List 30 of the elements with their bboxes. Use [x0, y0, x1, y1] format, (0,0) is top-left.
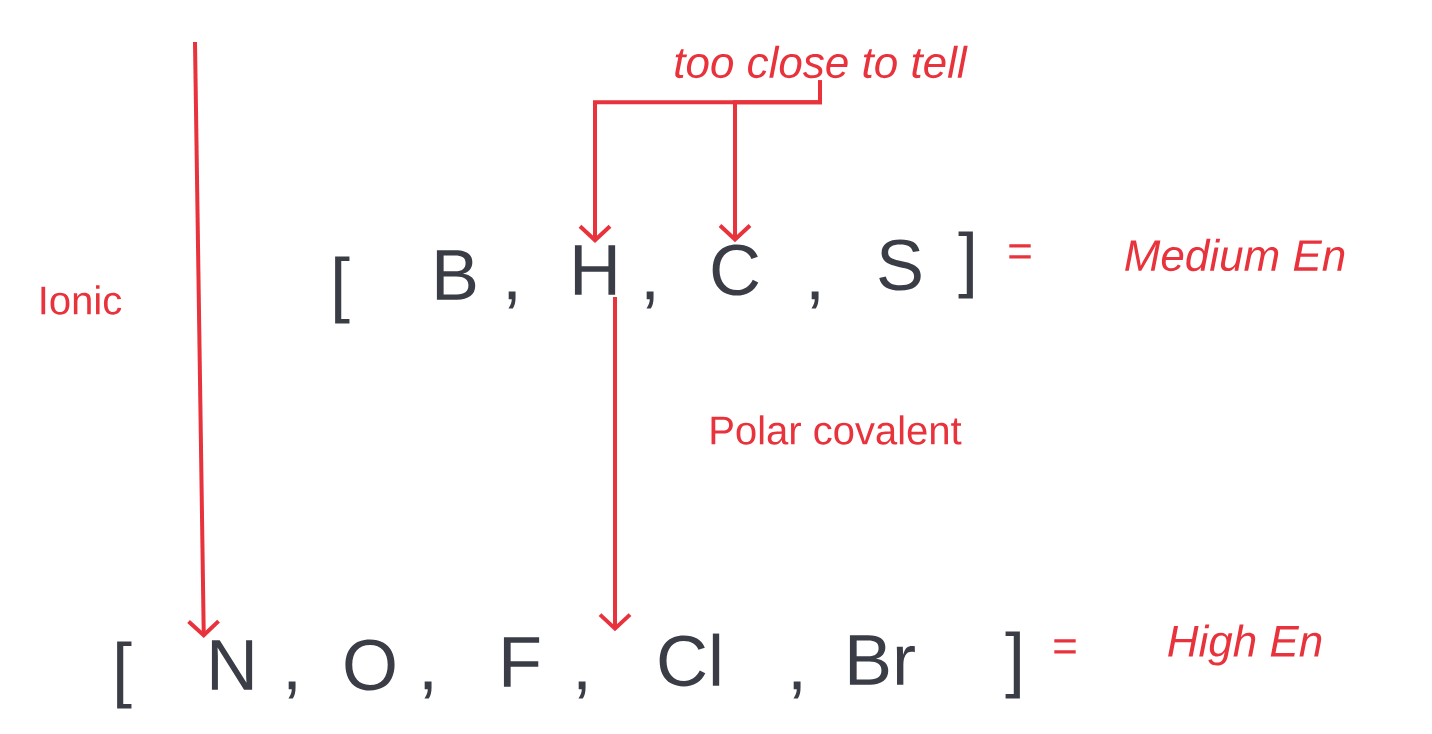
- arrow: [187, 41, 220, 639]
- bracket-symbol: ,: [793, 681, 801, 699]
- bracket-symbol: ]: [958, 231, 973, 299]
- equals-sign: =: [1054, 639, 1076, 654]
- edge-label: Ionic: [35, 283, 125, 317]
- element-symbol: N: [211, 640, 253, 690]
- element-symbol: H: [574, 245, 616, 295]
- bracket-symbol: [: [335, 256, 350, 324]
- note-text: Medium En: [1125, 238, 1345, 272]
- bracket-symbol: ,: [508, 291, 516, 309]
- bracket-symbol: ,: [288, 681, 296, 699]
- arrow: [598, 296, 632, 632]
- edge-label: Polar covalent: [706, 413, 964, 447]
- element-symbol: C: [712, 244, 759, 296]
- bracket-symbol: ,: [811, 291, 819, 309]
- element-symbol: Br: [849, 635, 915, 685]
- note-text: High En: [1168, 624, 1322, 666]
- element-symbol: Cl: [659, 633, 720, 687]
- element-symbol: S: [879, 239, 921, 291]
- note-text: too close to tell: [675, 45, 968, 79]
- element-symbol: O: [345, 639, 395, 691]
- bracket-symbol: [: [117, 641, 132, 709]
- equals-sign: =: [1009, 244, 1031, 259]
- arrow: [718, 80, 822, 243]
- bracket-symbol: ,: [424, 681, 432, 699]
- element-symbol: F: [503, 637, 540, 687]
- bracket-symbol: ,: [578, 681, 586, 699]
- bracket-symbol: ]: [1005, 631, 1020, 699]
- element-symbol: B: [436, 250, 476, 300]
- bracket-symbol: ,: [646, 291, 654, 309]
